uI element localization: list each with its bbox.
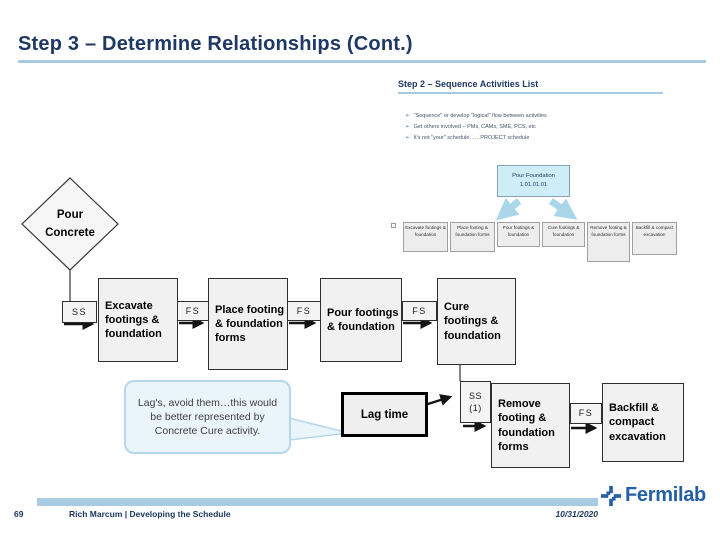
connector-tag-ss: SS <box>62 301 97 323</box>
flow-box-excavate: Excavate footings & foundation <box>98 278 178 362</box>
lag-time-box: Lag time <box>341 392 428 437</box>
page-title: Step 3 – Determine Relationships (Cont.) <box>18 33 413 55</box>
start-diamond-label: Pour Concrete <box>45 209 95 240</box>
flow-box-backfill: Backfill & compact excavation <box>602 383 684 462</box>
mini-bullet-text: "Sequence" or develop "logical" flow bet… <box>413 113 547 119</box>
mini-activity-box: Cure footings & foundation <box>542 222 585 247</box>
connector-tag-text: FS <box>412 305 427 316</box>
flow-box-remove: Remove footing & foundation forms <box>491 383 570 468</box>
page-number: 69 <box>14 509 24 519</box>
flow-box-place: Place footing & foundation forms <box>208 278 288 370</box>
mini-activity-box: Place footing & foundation forms <box>450 222 495 252</box>
expand-icon <box>391 223 396 228</box>
connector-tag-text: FS <box>185 305 201 316</box>
mini-activity-box: Backfill & compact excavation <box>632 222 677 255</box>
connector-tag-text: SS <box>468 390 482 401</box>
connector-tag-fs: FS <box>570 403 602 424</box>
connector-tag-text: SS <box>71 306 87 317</box>
connector-tag-fs: FS <box>177 301 209 321</box>
mini-slide-title: Step 2 – Sequence Activities List <box>398 79 663 94</box>
mini-bullet-item: ➢ It's not "your" schedule……PROJECT sche… <box>405 135 547 141</box>
mini-activity-box: Excavate footings & foundation <box>403 222 448 252</box>
connector-tag-fs: FS <box>287 301 321 321</box>
mini-pour-foundation-line1: Pour Foundation <box>512 172 555 179</box>
fermilab-logo-text: Fermilab <box>625 484 706 506</box>
embedded-step2-slide: Step 2 – Sequence Activities List ➢ "Seq… <box>385 76 685 266</box>
connector-tag-fs: FS <box>402 301 437 321</box>
mini-pour-foundation-box: Pour Foundation 1.01.01.01 <box>497 165 570 197</box>
connector-tag-text: (1) <box>469 403 482 413</box>
footer-credit: Rich Marcum | Developing the Schedule <box>69 509 231 519</box>
fermilab-logo: Fermilab <box>600 484 706 507</box>
callout-bubble: Lag's, avoid them…this would be better r… <box>124 380 291 454</box>
connector-tag-text: FS <box>578 408 594 419</box>
mini-bullet-text: Get others involved – PMs, CAMs, SME, PC… <box>413 124 536 130</box>
callout-tail <box>288 417 350 441</box>
mini-bullet-item: ➢ Get others involved – PMs, CAMs, SME, … <box>405 124 547 130</box>
footer-accent-bar <box>37 498 598 506</box>
footer-date: 10/31/2020 <box>555 509 598 519</box>
mini-activity-box: Pour footings & foundation <box>497 222 540 247</box>
connector-tag-text: FS <box>296 305 312 316</box>
mini-activity-box: Remove footing & foundation forms <box>587 222 630 262</box>
flow-box-cure: Cure footings & foundation <box>437 278 516 365</box>
flow-box-pour: Pour footings & foundation <box>320 278 402 362</box>
title-underline <box>18 60 706 63</box>
bullet-arrow-icon: ➢ <box>405 113 410 119</box>
mini-bullet-list: ➢ "Sequence" or develop "logical" flow b… <box>405 113 547 146</box>
connector-tag-ss1: SS (1) <box>460 381 491 423</box>
bullet-arrow-icon: ➢ <box>405 124 410 130</box>
mini-bullet-item: ➢ "Sequence" or develop "logical" flow b… <box>405 113 547 119</box>
bullet-arrow-icon: ➢ <box>405 135 410 141</box>
mini-pour-foundation-line2: 1.01.01.01 <box>519 182 548 188</box>
fermilab-logo-icon <box>600 485 622 506</box>
mini-bullet-text: It's not "your" schedule……PROJECT schedu… <box>413 135 530 141</box>
